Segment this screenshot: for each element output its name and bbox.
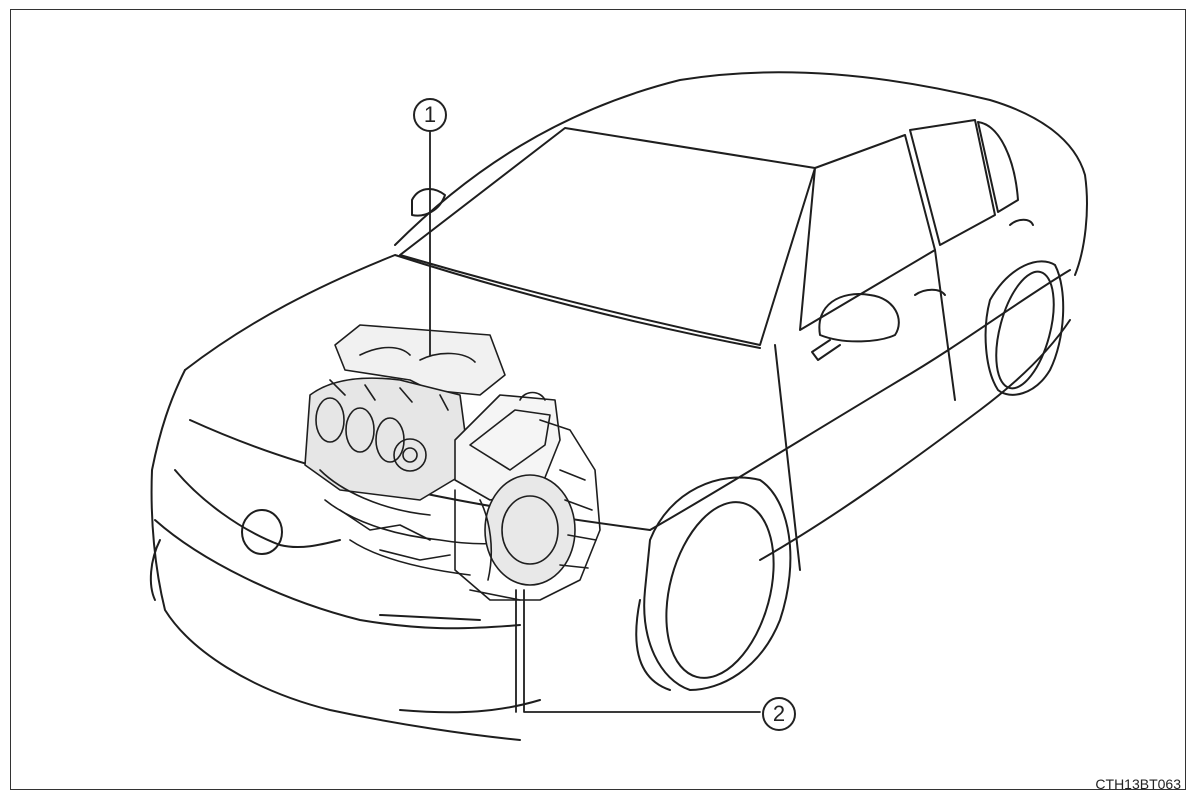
car-body xyxy=(149,71,1088,741)
figure-code: CTH13BT063 xyxy=(1095,776,1181,792)
front-wheel xyxy=(635,476,792,691)
callout-leaders xyxy=(429,131,761,713)
callout-1: 1 xyxy=(413,98,447,132)
rear-wheel xyxy=(984,260,1065,396)
figure-frame xyxy=(10,9,1186,790)
transaxle xyxy=(454,391,601,601)
engine xyxy=(304,324,521,576)
callout-2: 2 xyxy=(762,697,796,731)
